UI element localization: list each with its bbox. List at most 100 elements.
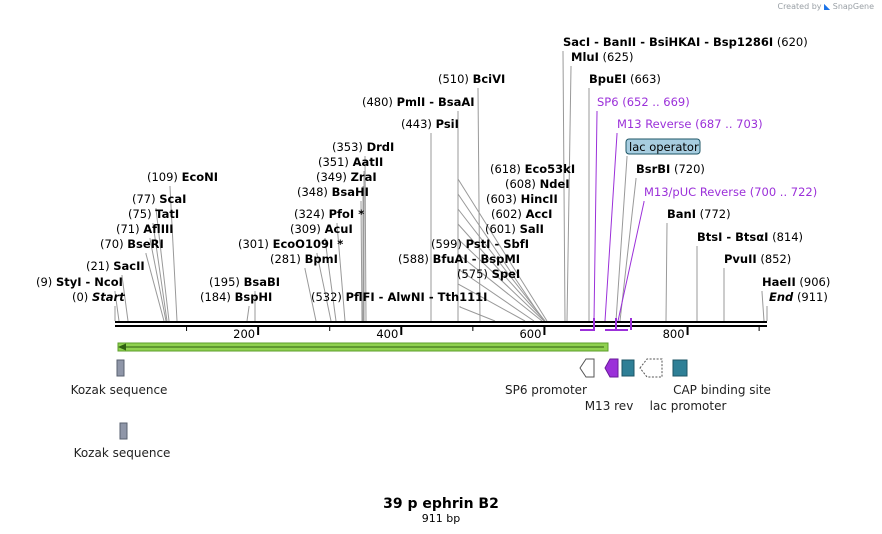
site-m13-puc-reverse: M13/pUC Reverse (700 .. 722) <box>644 185 817 199</box>
site-leader-line <box>665 223 668 322</box>
site-label: M13 Reverse (687 .. 703) <box>617 117 763 131</box>
site-afliii: (71) AflIII <box>116 222 174 236</box>
site-label: BsrBI (720) <box>636 162 705 176</box>
site-leader-line <box>304 268 317 322</box>
feature-label-sp6-promoter: SP6 promoter <box>505 383 587 397</box>
site-label: (608) NdeI <box>505 177 570 191</box>
site-pflfi-alwni-tth111i: (532) PflFI - AlwNI - Tth111I <box>311 290 487 304</box>
site-label: (532) PflFI - AlwNI - Tth111I <box>311 290 487 304</box>
site-leader-line <box>619 178 637 322</box>
lac-operator-label-box <box>625 138 701 155</box>
site-zrai: (349) ZraI <box>316 170 377 184</box>
feature-lac-promoter: lac promoter <box>639 358 726 413</box>
orf-arrowhead-icon <box>118 343 126 351</box>
site-leader-line <box>114 291 120 322</box>
orf-arrow <box>117 342 609 352</box>
snapgene-watermark: Created by ◣ SnapGene <box>777 2 874 11</box>
site-lac-operator: lac operator <box>625 138 701 155</box>
site-leader-line <box>761 291 765 322</box>
sp6-promoter-arrow-icon <box>579 358 595 378</box>
site-label: (588) BfuAI - BspMI <box>398 252 520 266</box>
kozak-box <box>119 422 128 440</box>
feature-lac-operator <box>621 359 635 377</box>
site-label: (351) AatII <box>318 155 383 169</box>
site-label: MluI (625) <box>571 50 633 64</box>
backbone-top-strand <box>115 321 767 323</box>
site-label: (75) TatI <box>128 207 179 221</box>
site-label: (195) BsaBI <box>209 275 280 289</box>
site-label: (109) EcoNI <box>147 170 218 184</box>
site-leader-line <box>457 268 535 322</box>
lac-promoter-arrow-icon <box>639 358 663 378</box>
site-bpmi: (281) BpmI <box>270 252 338 266</box>
site-label: SacI - BanII - BsiHKAI - Bsp1286I (620) <box>563 35 808 49</box>
site-pmli-bsaai: (480) PmlI - BsaAI <box>362 95 475 109</box>
feature-sp6-promoter: SP6 promoter <box>505 358 595 397</box>
site-ndei: (608) NdeI <box>505 177 570 191</box>
site-leader-line <box>457 193 545 322</box>
site-leader-line <box>364 156 367 322</box>
site-label: (510) BciVI <box>438 72 505 86</box>
site-leader-line <box>324 238 337 322</box>
site-haeii: HaeII (906) <box>762 275 830 289</box>
site-leader-line <box>121 275 129 322</box>
site-label: (618) Eco53kI <box>490 162 575 176</box>
site-label: M13/pUC Reverse (700 .. 722) <box>644 185 817 199</box>
site-scai: (77) ScaI <box>132 192 186 206</box>
site-pvuii: PvuII (852) <box>724 252 791 266</box>
site-label: (348) BsaHI <box>297 185 369 199</box>
map-title: 39 p ephrin B2 <box>383 496 499 512</box>
site-leader-line <box>457 253 543 322</box>
feature-kozak-1: Kozak sequence <box>71 359 167 397</box>
site-leader-line <box>152 223 168 322</box>
m13-rev-arrow-icon <box>604 358 619 378</box>
site-bcivi: (510) BciVI <box>438 72 505 86</box>
site-bsahi: (348) BsaHI <box>297 185 369 199</box>
backbone-bottom-strand <box>115 325 767 327</box>
site-aatii: (351) AatII <box>318 155 383 169</box>
site-saci-banii-bsihkai-bsp1286i: SacI - BanII - BsiHKAI - Bsp1286I (620) <box>563 35 808 49</box>
site-label: (77) ScaI <box>132 192 186 206</box>
site-sali: (601) SalI <box>485 222 544 236</box>
site-label: (21) SacII <box>86 259 145 273</box>
site-sacii: (21) SacII <box>86 259 145 273</box>
site-label: (480) PmlI - BsaAI <box>362 95 475 109</box>
site-leader-line <box>604 133 618 322</box>
site-label: SP6 (652 .. 669) <box>597 95 690 109</box>
site-label: (281) BpmI <box>270 252 338 266</box>
site-acui: (309) AcuI <box>290 222 353 236</box>
site-bseri: (70) BseRI <box>100 237 164 251</box>
site-label: HaeII (906) <box>762 275 830 289</box>
site-label: PvuII (852) <box>724 252 791 266</box>
feature-label-m13-rev: M13 rev <box>585 399 634 413</box>
site-label: (443) PsiI <box>401 117 459 131</box>
site-styi-ncoi: (9) StyI - NcoI <box>36 275 123 289</box>
site-leader-line <box>593 111 598 322</box>
site-label: (184) BspHI <box>200 290 272 304</box>
site-label: (0) Start <box>72 290 125 304</box>
site-leader-line <box>336 223 346 322</box>
map-subtitle: 911 bp <box>422 512 460 525</box>
feature-cap-binding-site: CAP binding site <box>672 359 771 397</box>
site-leader-line <box>477 88 481 322</box>
site-psii: (443) PsiI <box>401 117 459 131</box>
site-label: (9) StyI - NcoI <box>36 275 123 289</box>
site-pfoi: (324) PfoI * <box>294 207 364 221</box>
site-bsrbi: BsrBI (720) <box>636 162 705 176</box>
site-start: (0) Start <box>72 290 125 304</box>
axis-tick-label: 200 <box>233 327 255 341</box>
site-leader-line <box>149 238 167 322</box>
watermark-prefix: Created by <box>777 2 822 11</box>
site-label: (601) SalI <box>485 222 544 236</box>
axis-tick-label: 800 <box>663 327 685 341</box>
site-bpuei: BpuEI (663) <box>589 72 661 86</box>
site-labels: SacI - BanII - BsiHKAI - Bsp1286I (620)M… <box>36 35 830 304</box>
site-leader-line <box>155 208 170 322</box>
site-label: End (911) <box>769 290 828 304</box>
site-label: (309) AcuI <box>290 222 353 236</box>
site-end: End (911) <box>769 290 828 304</box>
site-label: BpuEI (663) <box>589 72 661 86</box>
site-drdi: (353) DrdI <box>332 140 394 154</box>
